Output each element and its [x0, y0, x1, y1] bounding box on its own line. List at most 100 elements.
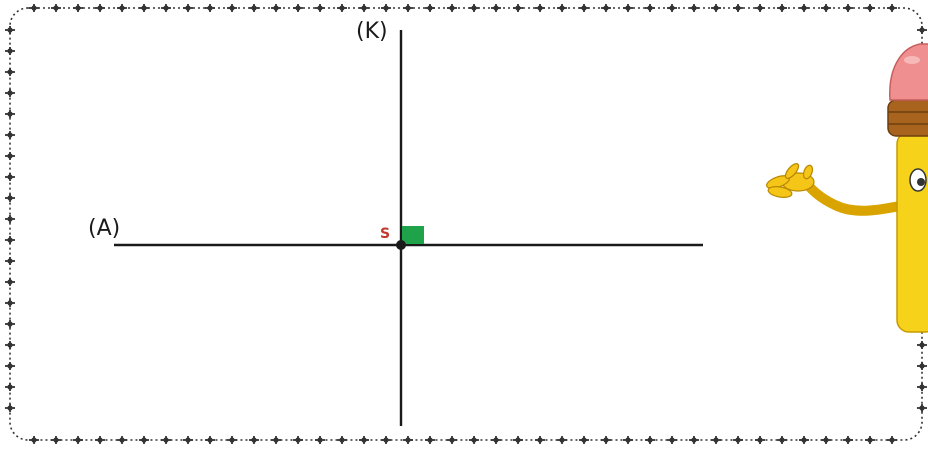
border-ornament: [293, 4, 303, 12]
border-ornament: [469, 436, 479, 444]
label-intersection: S: [380, 226, 390, 242]
border-ornament: [557, 4, 567, 12]
border-ornament: [51, 4, 61, 12]
border-ornament: [777, 436, 787, 444]
border-ornament: [667, 4, 677, 12]
border-ornament: [447, 4, 457, 12]
border-ornament: [887, 4, 897, 12]
border-ornament: [601, 4, 611, 12]
border-ornament: [711, 4, 721, 12]
border-ornament: [5, 362, 15, 370]
border-ornament: [5, 278, 15, 286]
border-ornament: [381, 436, 391, 444]
border-ornament: [513, 436, 523, 444]
border-ornament: [557, 436, 567, 444]
border-ornament: [917, 26, 927, 34]
border-ornament: [315, 4, 325, 12]
border-ornament: [337, 4, 347, 12]
border-ornament: [183, 436, 193, 444]
border-ornament: [601, 436, 611, 444]
border-ornament: [95, 436, 105, 444]
border-ornament: [403, 436, 413, 444]
border-ornament: [73, 4, 83, 12]
border-ornament: [821, 4, 831, 12]
border-ornament: [5, 341, 15, 349]
border-ornament: [73, 436, 83, 444]
border-ornament: [645, 4, 655, 12]
border-ornament: [733, 436, 743, 444]
border-ornament: [469, 4, 479, 12]
border-ornament: [117, 4, 127, 12]
decorative-border: [5, 4, 927, 444]
border-ornament: [359, 436, 369, 444]
border-ornament: [249, 436, 259, 444]
border-ornament: [139, 4, 149, 12]
border-ornament: [843, 4, 853, 12]
border-ornament: [5, 152, 15, 160]
border-ornament: [5, 89, 15, 97]
border-ornament: [5, 215, 15, 223]
border-ornament: [337, 436, 347, 444]
border-ornament: [139, 436, 149, 444]
label-line-a: (A): [88, 216, 120, 241]
border-ornament: [381, 4, 391, 12]
border-ornament: [755, 4, 765, 12]
border-ornament: [161, 4, 171, 12]
border-ornament: [5, 26, 15, 34]
border-ornament: [689, 4, 699, 12]
border-ornament: [917, 362, 927, 370]
border-ornament: [865, 4, 875, 12]
label-line-k: (K): [356, 19, 388, 44]
border-ornament: [491, 436, 501, 444]
border-ornament: [5, 131, 15, 139]
border-ornament: [95, 4, 105, 12]
border-ornament: [183, 4, 193, 12]
border-ornament: [5, 320, 15, 328]
border-ornament: [5, 236, 15, 244]
border-ornament: [821, 436, 831, 444]
border-ornament: [425, 436, 435, 444]
border-ornament: [425, 4, 435, 12]
border-ornament: [205, 436, 215, 444]
border-ornament: [249, 4, 259, 12]
border-ornament: [5, 47, 15, 55]
border-ornament: [117, 436, 127, 444]
border-ornament: [5, 404, 15, 412]
border-ornament: [777, 4, 787, 12]
border-ornament: [359, 4, 369, 12]
border-ornament: [667, 436, 677, 444]
border-ornament: [227, 436, 237, 444]
border-ornament: [799, 4, 809, 12]
border-ornament: [535, 4, 545, 12]
border-ornament: [293, 436, 303, 444]
border-ornament: [623, 4, 633, 12]
border-ornament: [205, 4, 215, 12]
border-ornament: [271, 4, 281, 12]
border-ornament: [711, 436, 721, 444]
border-ornament: [755, 436, 765, 444]
border-ornament: [535, 436, 545, 444]
border-ornament: [491, 4, 501, 12]
border-ornament: [689, 436, 699, 444]
border-ornament: [5, 68, 15, 76]
border-ornament: [623, 436, 633, 444]
border-ornament: [917, 404, 927, 412]
border-ornament: [447, 436, 457, 444]
border-ornament: [5, 257, 15, 265]
border-ornament: [271, 436, 281, 444]
right-angle-marker: [402, 226, 424, 244]
border-ornament: [865, 436, 875, 444]
border-ornament: [5, 173, 15, 181]
border-ornament: [917, 341, 927, 349]
pencil-mascot-icon: [765, 43, 928, 333]
border-ornament: [733, 4, 743, 12]
border-ornament: [29, 436, 39, 444]
border-ornament: [29, 4, 39, 12]
intersection-point: [396, 240, 406, 250]
border-ornament: [645, 436, 655, 444]
border-ornament: [799, 436, 809, 444]
border-ornament: [579, 436, 589, 444]
border-ornament: [513, 4, 523, 12]
border-ornament: [51, 436, 61, 444]
